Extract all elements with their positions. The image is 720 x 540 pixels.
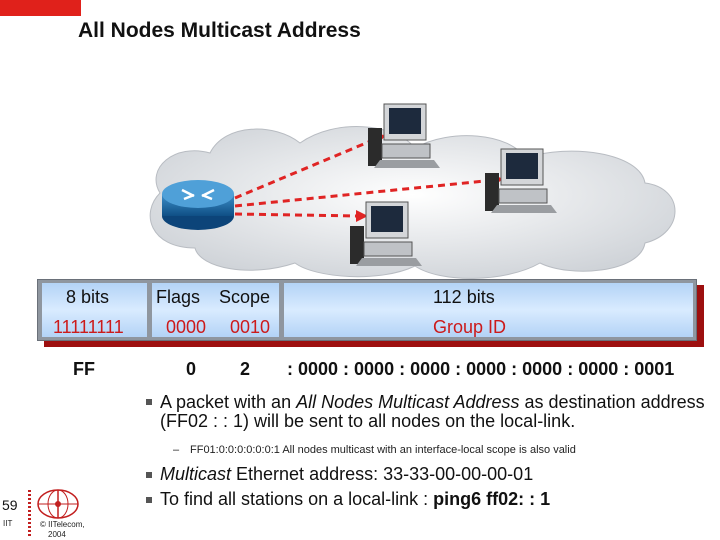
computer-icon: [368, 103, 440, 168]
network-cloud-icon: [149, 126, 676, 279]
bullet-ping6: To find all stations on a local-link : p…: [160, 490, 550, 509]
group-id-field: [284, 283, 693, 337]
page-title: All Nodes Multicast Address: [78, 19, 361, 42]
prefix-field: [42, 283, 147, 337]
hex-flags: 0: [186, 359, 197, 379]
hex-scope: 2: [240, 359, 251, 379]
network-diagram: [149, 103, 676, 279]
router-icon: [162, 180, 234, 230]
copyright-year: 2004: [48, 530, 66, 539]
hex-group-id: : 0000 : 0000 : 0000 : 0000 : 0000 : 000…: [287, 359, 675, 379]
bullet-marker: [146, 497, 152, 503]
flags-scope-field: [152, 283, 279, 337]
bullet-text: A packet with an: [160, 392, 297, 412]
footer-dotted-rule: [28, 490, 31, 538]
footer-copyright: © IITelecom, 2004: [40, 520, 100, 540]
prefix-bits-label: 8 bits: [66, 287, 110, 307]
flags-label: Flags: [156, 287, 201, 307]
computer-icon: [485, 148, 557, 213]
group-id-label: Group ID: [433, 317, 507, 337]
sub-bullet-interface-local: FF01:0:0:0:0:0:0:1 All nodes multicast w…: [190, 444, 576, 456]
bullet-ethernet: Multicast Ethernet address: 33-33-00-00-…: [160, 465, 533, 484]
bullet-command: : : 1: [518, 489, 551, 509]
bullet-text: as destination address (FF02 : : 1) will…: [160, 392, 705, 431]
sub-bullet-dash: –: [173, 444, 180, 456]
bullet-text: Ethernet address: 33-33-00-00-00-01: [231, 464, 534, 484]
bullet-marker: [146, 472, 152, 478]
iit-logo-icon: [37, 489, 79, 519]
flags-value: 0000: [166, 317, 207, 337]
scope-value: 0010: [230, 317, 271, 337]
hex-ff: FF: [73, 359, 95, 379]
bullet-marker: [146, 399, 152, 405]
page-number: 59: [2, 497, 18, 513]
computer-icon: [350, 201, 422, 266]
group-bits-label: 112 bits: [433, 287, 495, 307]
bullet-emphasis: All Nodes Multicast Address: [296, 392, 520, 412]
bullet-text: To find all stations on a local-link :: [160, 489, 434, 509]
bullet-command: ping6 ff02: [433, 489, 519, 509]
bullet-all-nodes: A packet with an All Nodes Multicast Add…: [160, 393, 710, 431]
copyright-line: © IITelecom,: [40, 520, 85, 529]
scope-label: Scope: [219, 287, 271, 307]
bullet-emphasis: Multicast: [160, 464, 232, 484]
accent-bar: [0, 0, 81, 16]
prefix-value: 11111111: [53, 317, 124, 337]
footer-org: IIT: [3, 519, 13, 528]
